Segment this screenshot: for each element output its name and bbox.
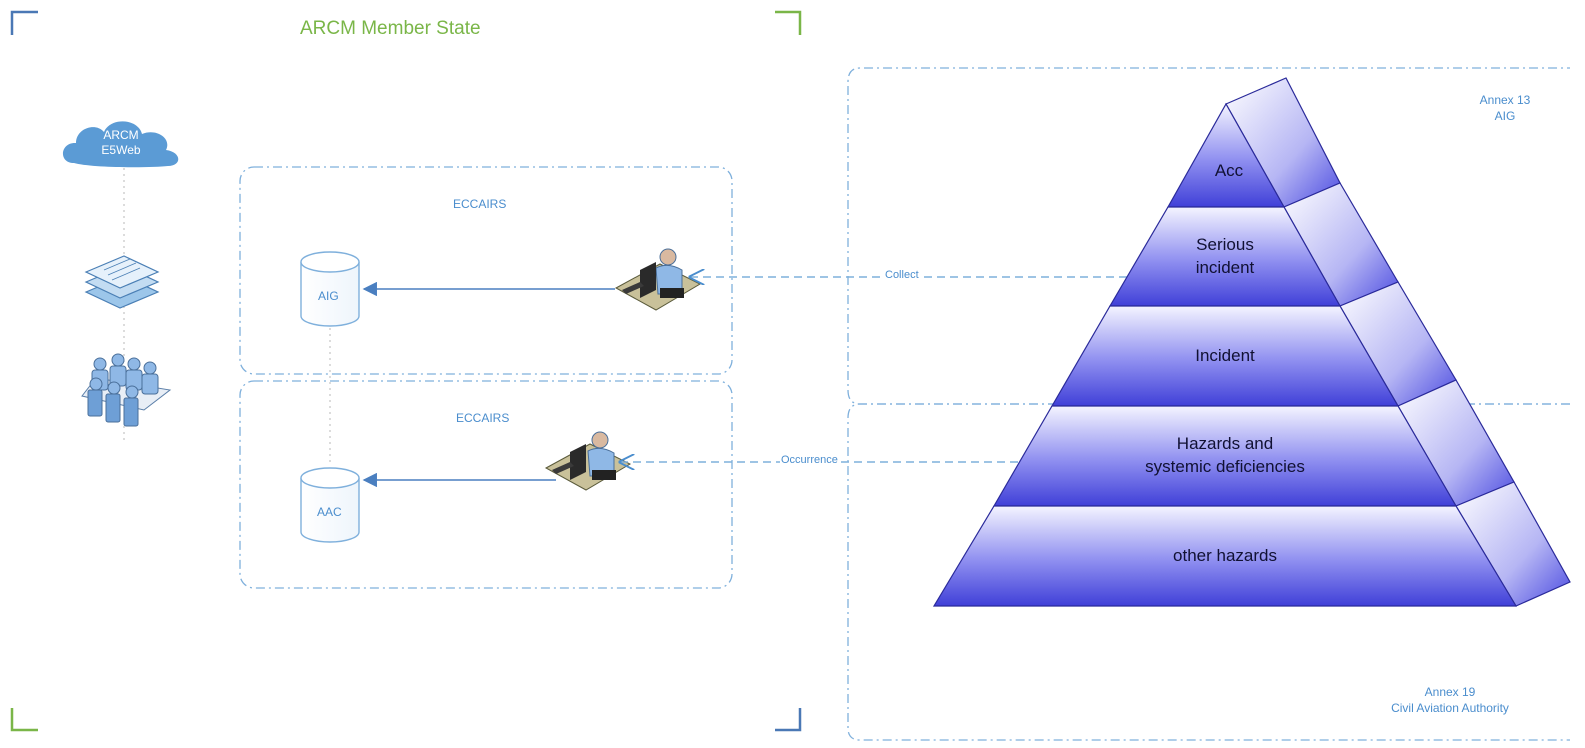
pyramid — [932, 77, 1571, 607]
pyramid-layer-other — [932, 505, 1518, 607]
cloud-label: ARCM E5Web — [88, 128, 154, 158]
pyramid-other-label: other hazards — [1173, 546, 1277, 565]
annex19-line1: Annex 19 — [1424, 685, 1476, 699]
pyramid-serious-label: Serious incident — [1150, 233, 1300, 279]
occurrence-label: Occurrence — [780, 454, 839, 466]
db-aac-label: AAC — [317, 505, 342, 519]
page-title: ARCM Member State — [300, 18, 481, 39]
database-icon — [300, 251, 360, 327]
collect-label: Collect — [884, 269, 920, 281]
eccairs-top-label: ECCAIRS — [453, 197, 507, 211]
pyramid-acc-label: Acc — [1214, 161, 1244, 180]
annex13-line1: Annex 13 — [1479, 93, 1531, 107]
documents-stack-icon — [84, 255, 160, 309]
annex13-label: Annex 13 AIG — [1462, 92, 1548, 124]
pyramid-serious-line2: incident — [1195, 258, 1255, 277]
annex19-label: Annex 19 Civil Aviation Authority — [1350, 684, 1550, 716]
pyramid-hazards-line1: Hazards and — [1176, 434, 1274, 453]
cloud-label-line2: E5Web — [101, 143, 141, 157]
eccairs-top-box — [239, 166, 733, 375]
eccairs-bottom-box — [239, 380, 733, 589]
eccairs-bottom-label: ECCAIRS — [456, 411, 510, 425]
db-aig-label: AIG — [318, 289, 339, 303]
cloud-label-line1: ARCM — [103, 128, 139, 142]
annex19-line2: Civil Aviation Authority — [1391, 701, 1509, 715]
pyramid-hazards-line2: systemic deficiencies — [1145, 457, 1305, 476]
meeting-group-icon — [81, 353, 172, 427]
annex13-line2: AIG — [1494, 109, 1516, 123]
workstation-user-icon — [544, 431, 632, 491]
pyramid-incident-label: Incident — [1195, 346, 1255, 365]
workstation-user-icon — [614, 248, 702, 311]
pyramid-hazards-label: Hazards and systemic deficiencies — [1100, 432, 1350, 478]
cloud-icon — [62, 121, 179, 168]
member-state-frame — [10, 10, 802, 732]
database-icon — [300, 467, 360, 543]
pyramid-serious-line1: Serious — [1196, 235, 1254, 254]
